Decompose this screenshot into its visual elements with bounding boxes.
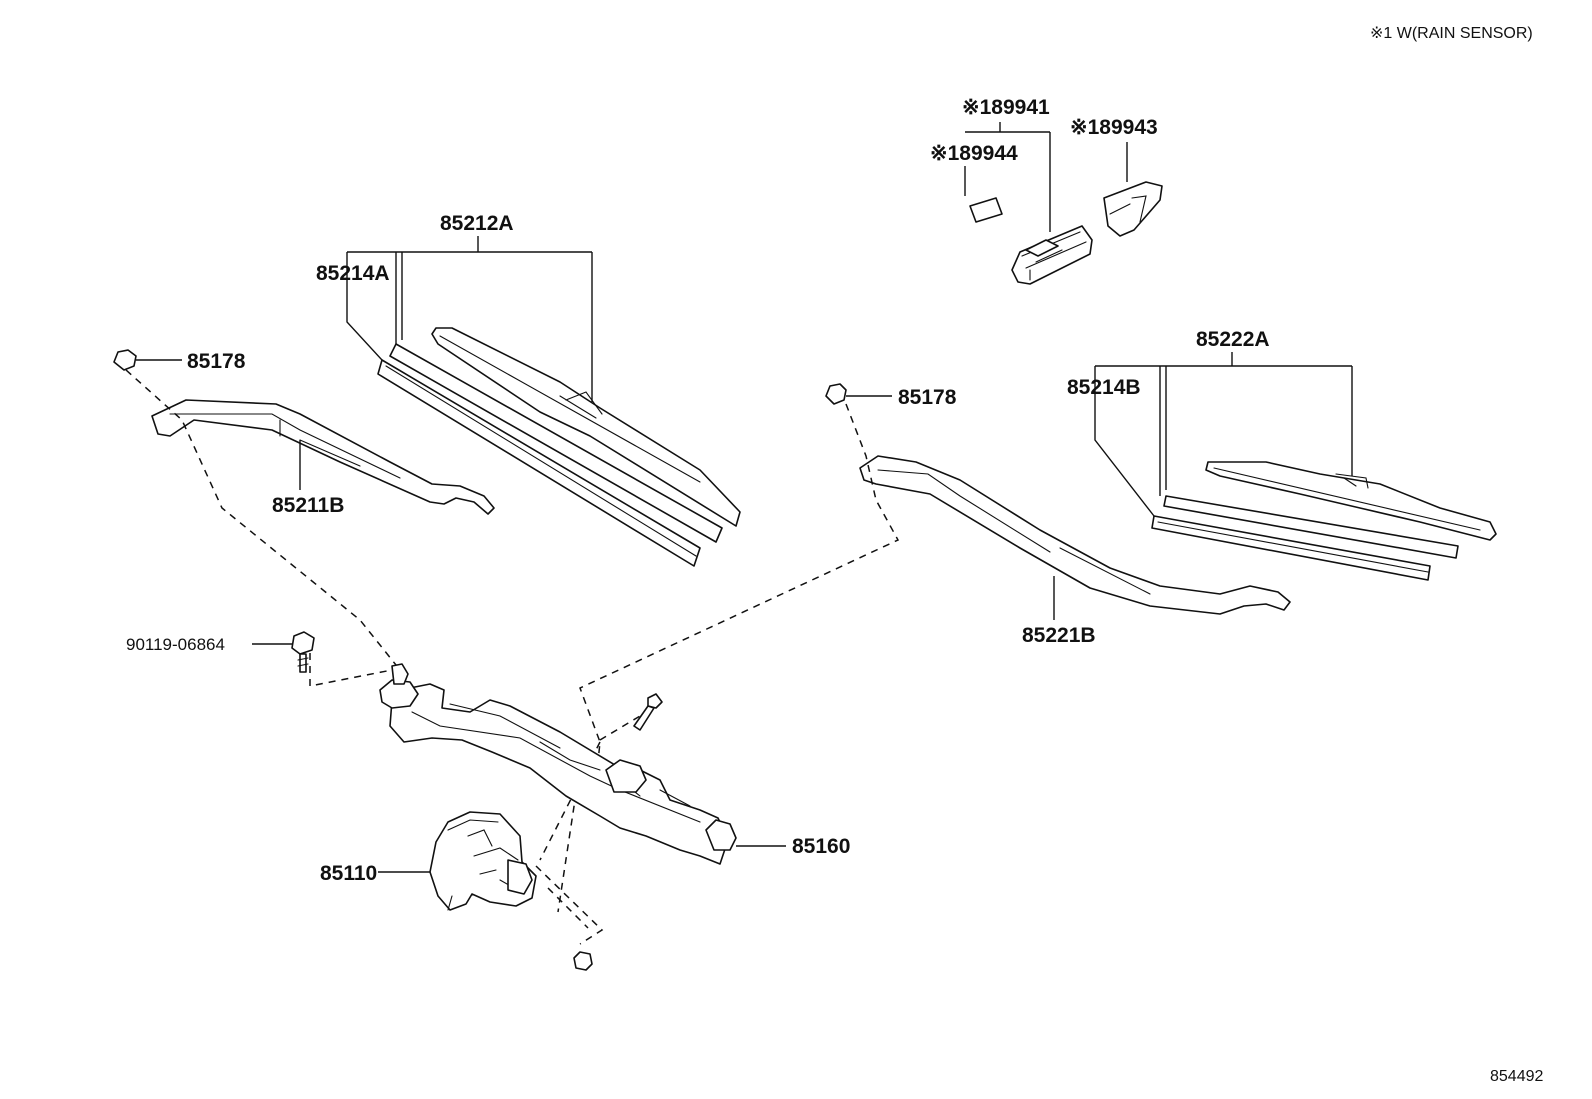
dash-bolt	[309, 640, 393, 687]
dash-left-arm	[125, 369, 409, 681]
label-85160: 85160	[792, 835, 850, 858]
linkage-end-cap	[705, 819, 737, 851]
wiper-arm-right	[859, 455, 1291, 615]
sensor-pad	[969, 197, 1003, 223]
blade-rubber-left	[377, 359, 701, 567]
dash-nut	[535, 865, 604, 945]
linkage-bolt-head	[647, 693, 663, 709]
blade-rubber-right	[1151, 515, 1431, 581]
blade-frame-right	[1163, 495, 1459, 559]
diagram-code: 854492	[1490, 1068, 1543, 1085]
bolt-head	[291, 631, 315, 655]
label-85214A: 85214A	[316, 262, 390, 285]
motor-nut	[573, 951, 593, 971]
leader-85222A	[1095, 352, 1353, 496]
label-89941: ※189941	[962, 96, 1050, 119]
leader-85214A	[346, 252, 383, 361]
label-85221B: 85221B	[1022, 624, 1096, 647]
label-85222A: 85222A	[1196, 328, 1270, 351]
label-90119: 90119-06864	[126, 635, 225, 654]
arm-nut-left	[113, 349, 137, 371]
pivot-left-stud	[391, 663, 409, 685]
right-blade-group: 85222A 85214B	[1067, 328, 1497, 581]
label-85212A: 85212A	[440, 212, 514, 235]
wiper-blade-right	[1205, 461, 1497, 541]
linkage-bolt-shank	[633, 705, 655, 731]
bolt-thread	[297, 657, 309, 667]
leader-89941	[965, 122, 1051, 232]
label-85178-left: 85178	[187, 350, 246, 373]
linkage-detail	[411, 703, 701, 823]
rubber-left-line	[385, 365, 697, 557]
dash-motor	[539, 715, 641, 913]
leader-85212A	[347, 236, 593, 402]
rain-sensor-body	[1011, 225, 1093, 285]
arm-left-detail	[169, 413, 401, 479]
rain-sensor-group: ※189941 ※189944 ※189943	[930, 96, 1163, 285]
pivot-right	[605, 759, 647, 793]
label-89944: ※189944	[930, 142, 1018, 165]
left-blade-group: 85212A 85214A	[316, 212, 741, 567]
rubber-right-line	[1157, 521, 1429, 573]
wiper-blade-left	[431, 327, 741, 527]
blade-frame-left	[389, 343, 723, 543]
dash-right-arm	[579, 403, 900, 783]
leader-85214B	[1094, 366, 1155, 517]
arm-right-detail	[877, 469, 1151, 595]
label-85178-right: 85178	[898, 386, 957, 409]
label-85214B: 85214B	[1067, 376, 1141, 399]
wiper-motor-group: 85110	[320, 811, 537, 911]
left-arm-group: 85178 85211B	[113, 349, 495, 517]
blade-left-detail	[439, 335, 701, 483]
motor-shaft-cap	[507, 859, 533, 895]
sensor-cover	[1103, 181, 1163, 237]
label-85110: 85110	[320, 862, 377, 885]
arm-nut-right	[825, 383, 847, 405]
label-85211B: 85211B	[272, 494, 344, 517]
right-arm-group: 85178 85221B	[825, 383, 1291, 647]
bolt-group: 90119-06864	[126, 631, 315, 673]
wiper-motor	[429, 811, 537, 911]
linkage-group: 85160	[379, 663, 850, 865]
bolt-shank	[299, 653, 307, 673]
wiper-arm-left	[151, 399, 495, 515]
label-89943: ※189943	[1070, 116, 1158, 139]
blade-right-detail	[1213, 467, 1481, 531]
dashed-connections	[125, 369, 900, 945]
rain-sensor-note: ※1 W(RAIN SENSOR)	[1370, 25, 1533, 42]
motor-detail	[447, 819, 525, 911]
